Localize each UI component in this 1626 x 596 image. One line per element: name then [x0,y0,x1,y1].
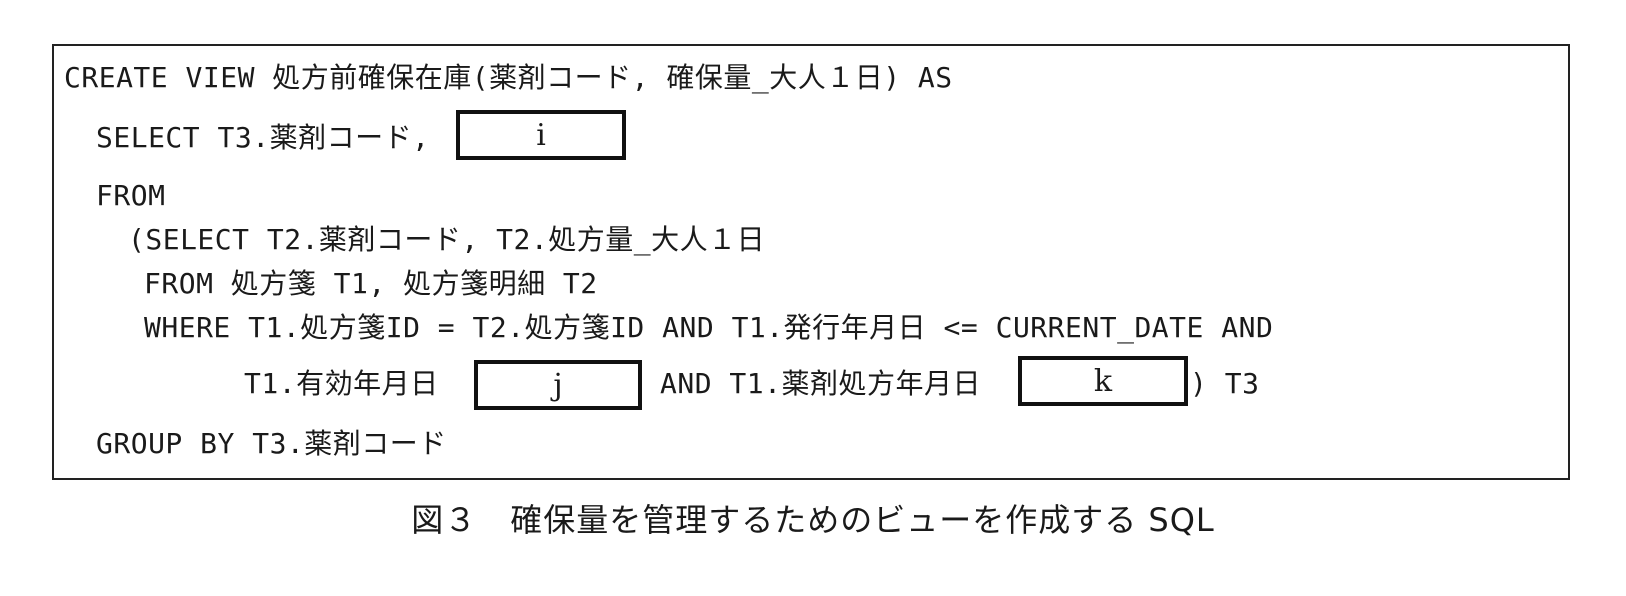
sql-line-select: SELECT T3.薬剤コード, [96,121,430,154]
sql-line-alias-t3: ) T3 [1190,367,1260,400]
answer-blank-k[interactable]: k [1018,356,1188,406]
sql-line-group-by: GROUP BY T3.薬剤コード [96,427,447,460]
sql-line-create-view: CREATE VIEW 処方前確保在庫(薬剤コード, 確保量_大人１日) AS [64,61,953,94]
sql-line-subselect: (SELECT T2.薬剤コード, T2.処方量_大人１日 [128,223,766,256]
sql-line-subfrom: FROM 処方箋 T1, 処方箋明細 T2 [144,267,598,300]
sql-line-from: FROM [96,179,166,212]
sql-line-valid-date: T1.有効年月日 [244,367,439,400]
sql-line-prescription-date: AND T1.薬剤処方年月日 [660,367,982,400]
sql-line-where: WHERE T1.処方箋ID = T2.処方箋ID AND T1.発行年月日 <… [144,311,1274,344]
sql-code-box [52,44,1570,480]
figure-caption: 図３ 確保量を管理するためのビューを作成する SQL [411,501,1215,539]
answer-blank-j[interactable]: j [474,360,642,410]
answer-blank-i[interactable]: i [456,110,626,160]
